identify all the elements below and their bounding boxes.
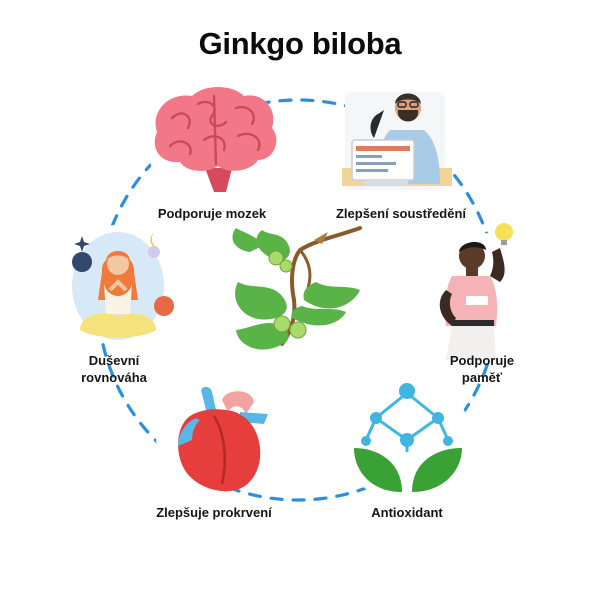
benefit-label-memory: Podporuje paměť bbox=[449, 353, 515, 385]
ginkgo-leaves-icon bbox=[232, 226, 362, 350]
brain-icon bbox=[154, 87, 277, 192]
molecule-plant-icon bbox=[354, 383, 462, 492]
meditating-woman-icon bbox=[72, 232, 174, 340]
benefit-label-balance: Duševní rovnováha bbox=[81, 353, 147, 385]
man-at-computer-icon bbox=[342, 92, 452, 190]
benefit-label-brain: Podporuje mozek bbox=[157, 206, 267, 221]
benefit-label-antioxidant: Antioxidant bbox=[371, 505, 443, 520]
heart-icon bbox=[178, 386, 268, 492]
benefit-label-focus: Zlepšení soustředění bbox=[335, 206, 467, 221]
benefit-label-circulation: Zlepšuje prokrvení bbox=[156, 505, 272, 520]
page-title: Ginkgo biloba bbox=[198, 26, 402, 61]
man-with-lightbulb-icon bbox=[439, 223, 513, 360]
